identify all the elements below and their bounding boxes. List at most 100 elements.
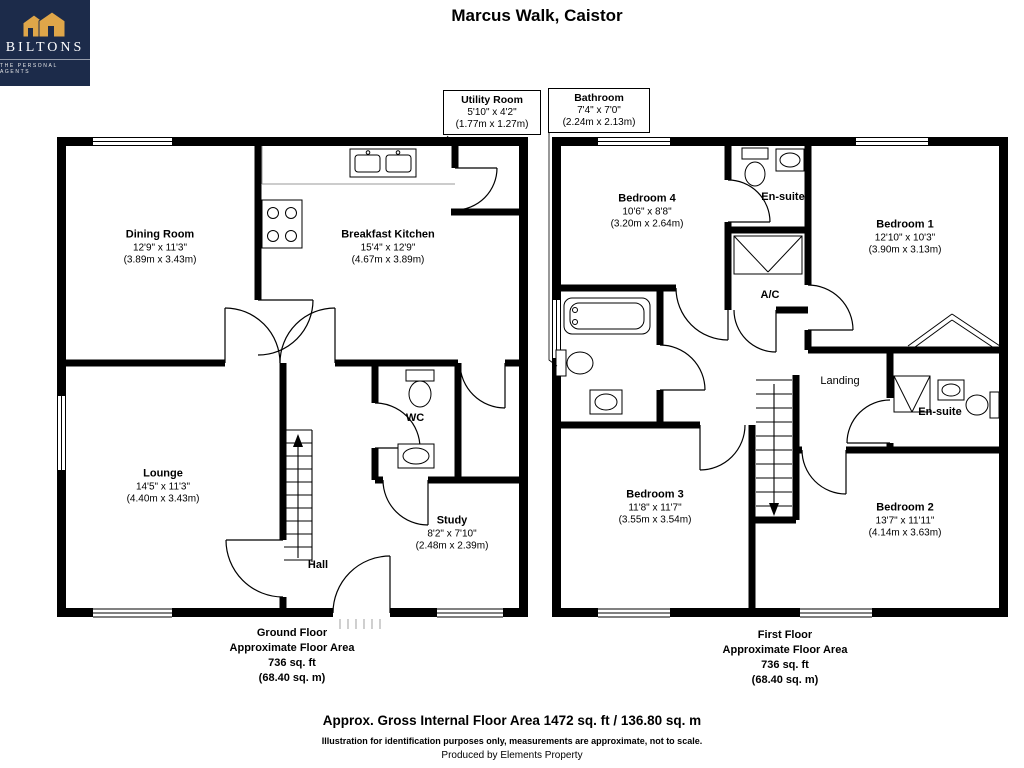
first-stairs-icon	[756, 379, 792, 516]
room-label-hall: Hall	[308, 559, 328, 573]
room-label-bedroom2: Bedroom 2 13'7" x 11'11" (4.14m x 3.63m)	[869, 502, 942, 541]
logo-tagline: THE PERSONAL AGENTS	[0, 59, 90, 75]
biltons-logo: BILTONS THE PERSONAL AGENTS	[0, 0, 90, 86]
bathroom-leader-line	[548, 131, 558, 367]
kitchen-counter	[261, 146, 455, 185]
hob-icon	[261, 199, 303, 249]
ground-stairs-icon	[284, 429, 313, 562]
room-label-lounge: Lounge 14'5" x 11'3" (4.40m x 3.43m)	[127, 468, 200, 507]
ground-floor-plan	[56, 135, 528, 629]
first-outer-walls	[552, 137, 1008, 617]
ground-outer-walls	[57, 137, 528, 617]
room-metric: (3.89m x 3.43m)	[123, 254, 197, 266]
room-name: A/C	[760, 289, 780, 302]
first-windows	[551, 136, 928, 619]
room-imperial: 13'7" x 11'11"	[875, 515, 935, 527]
ensuite-right-shower-icon	[893, 375, 931, 413]
gross-area-text: Approx. Gross Internal Floor Area 1472 s…	[322, 713, 702, 728]
room-imperial: 11'8" x 11'7"	[628, 502, 682, 514]
room-imperial: 15'4" x 12'9"	[360, 242, 416, 254]
room-label-landing: Landing	[820, 375, 859, 389]
room-name: Landing	[820, 375, 860, 388]
ground-interior-walls	[61, 141, 524, 613]
bay-window-icon	[907, 313, 1001, 351]
callout-utility-room: Utility Room 5'10" x 4'2" (1.77m x 1.27m…	[443, 90, 541, 136]
ground-floor-area-label: Ground Floor Approximate Floor Area 736 …	[230, 626, 355, 685]
logo-name: BILTONS	[5, 40, 85, 55]
room-name: Bedroom 1	[876, 218, 934, 231]
room-name: En-suite	[918, 406, 962, 419]
callout-metric: (1.77m x 1.27m)	[455, 118, 529, 130]
callout-name: Bathroom	[574, 92, 624, 104]
kitchen-sink-icon	[349, 148, 417, 178]
area-line3: 736 sq. ft	[761, 658, 809, 671]
page-title: Marcus Walk, Caistor	[451, 6, 623, 25]
room-label-ensuite-right: En-suite	[918, 406, 961, 420]
room-label-bedroom3: Bedroom 3 11'8" x 11'7" (3.55m x 3.54m)	[619, 489, 692, 528]
wc-sink-icon	[397, 443, 435, 469]
room-name: Dining Room	[125, 228, 195, 241]
bathroom-toilet-icon	[555, 349, 594, 377]
callout-name: Utility Room	[461, 94, 523, 106]
first-floor-plan	[548, 131, 1008, 619]
bath-icon	[563, 297, 651, 335]
room-name: Bedroom 2	[876, 501, 934, 514]
room-label-study: Study 8'2" x 7'10" (2.48m x 2.39m)	[416, 515, 489, 554]
room-imperial: 8'2" x 7'10"	[427, 528, 477, 540]
room-label-bedroom1: Bedroom 1 12'10" x 10'3" (3.90m x 3.13m)	[869, 219, 942, 258]
room-name: Study	[436, 514, 468, 527]
utility-leader-line	[446, 135, 456, 144]
area-line4: (68.40 sq. m)	[258, 671, 326, 684]
room-label-kitchen: Breakfast Kitchen 15'4" x 12'9" (4.67m x…	[341, 229, 435, 268]
room-metric: (3.90m x 3.13m)	[868, 244, 942, 256]
first-door-arcs	[659, 179, 891, 495]
shower-tray-icon	[733, 235, 803, 275]
first-floor-area-label: First Floor Approximate Floor Area 736 s…	[723, 628, 848, 687]
ground-windows	[56, 136, 503, 619]
entrance-steps	[339, 619, 381, 629]
room-metric: (4.67m x 3.89m)	[351, 254, 425, 266]
area-line1: First Floor	[757, 629, 813, 641]
room-metric: (4.40m x 3.43m)	[126, 493, 200, 505]
room-imperial: 10'6" x 8'8"	[622, 206, 672, 218]
room-name: WC	[405, 412, 425, 425]
first-interior-walls	[556, 141, 1004, 613]
room-label-ensuite-top: En-suite	[760, 191, 806, 205]
room-metric: (3.55m x 3.54m)	[618, 514, 692, 526]
room-imperial: 14'5" x 11'3"	[135, 481, 191, 493]
callout-bathroom: Bathroom 7'4" x 7'0" (2.24m x 2.13m)	[548, 88, 650, 134]
ensuite-top-sink-icon	[775, 148, 805, 172]
disclaimer-text: Illustration for identification purposes…	[321, 736, 703, 746]
area-line1: Ground Floor	[256, 627, 328, 639]
room-name: Lounge	[143, 467, 183, 480]
houses-icon	[22, 11, 66, 37]
room-imperial: 12'10" x 10'3"	[874, 232, 936, 244]
room-label-dining: Dining Room 12'9" x 11'3" (3.89m x 3.43m…	[124, 229, 197, 268]
room-name: Bedroom 4	[618, 192, 676, 205]
room-metric: (3.20m x 2.64m)	[610, 218, 684, 230]
wc-toilet-icon	[405, 369, 435, 408]
room-label-wc: WC	[406, 412, 424, 426]
ensuite-right-sink-icon	[937, 379, 965, 401]
area-line4: (68.40 sq. m)	[751, 673, 819, 686]
bathroom-sink-icon	[589, 389, 623, 415]
room-name: En-suite	[761, 191, 805, 204]
callout-imperial: 5'10" x 4'2"	[467, 106, 517, 118]
ensuite-top-toilet-icon	[741, 147, 769, 187]
produced-by-text: Produced by Elements Property	[441, 750, 583, 761]
callout-metric: (2.24m x 2.13m)	[562, 116, 636, 128]
callout-imperial: 7'4" x 7'0"	[577, 104, 621, 116]
room-label-ac: A/C	[761, 289, 780, 303]
room-name: Breakfast Kitchen	[341, 228, 435, 241]
room-name: Hall	[307, 559, 329, 572]
room-metric: (2.48m x 2.39m)	[415, 540, 489, 552]
area-line3: 736 sq. ft	[268, 656, 316, 669]
room-label-bedroom4: Bedroom 4 10'6" x 8'8" (3.20m x 2.64m)	[611, 193, 684, 232]
area-line2: Approximate Floor Area	[229, 641, 355, 654]
area-line2: Approximate Floor Area	[722, 643, 848, 656]
ground-door-arcs	[224, 167, 506, 598]
room-imperial: 12'9" x 11'3"	[132, 242, 188, 254]
room-metric: (4.14m x 3.63m)	[868, 527, 942, 539]
